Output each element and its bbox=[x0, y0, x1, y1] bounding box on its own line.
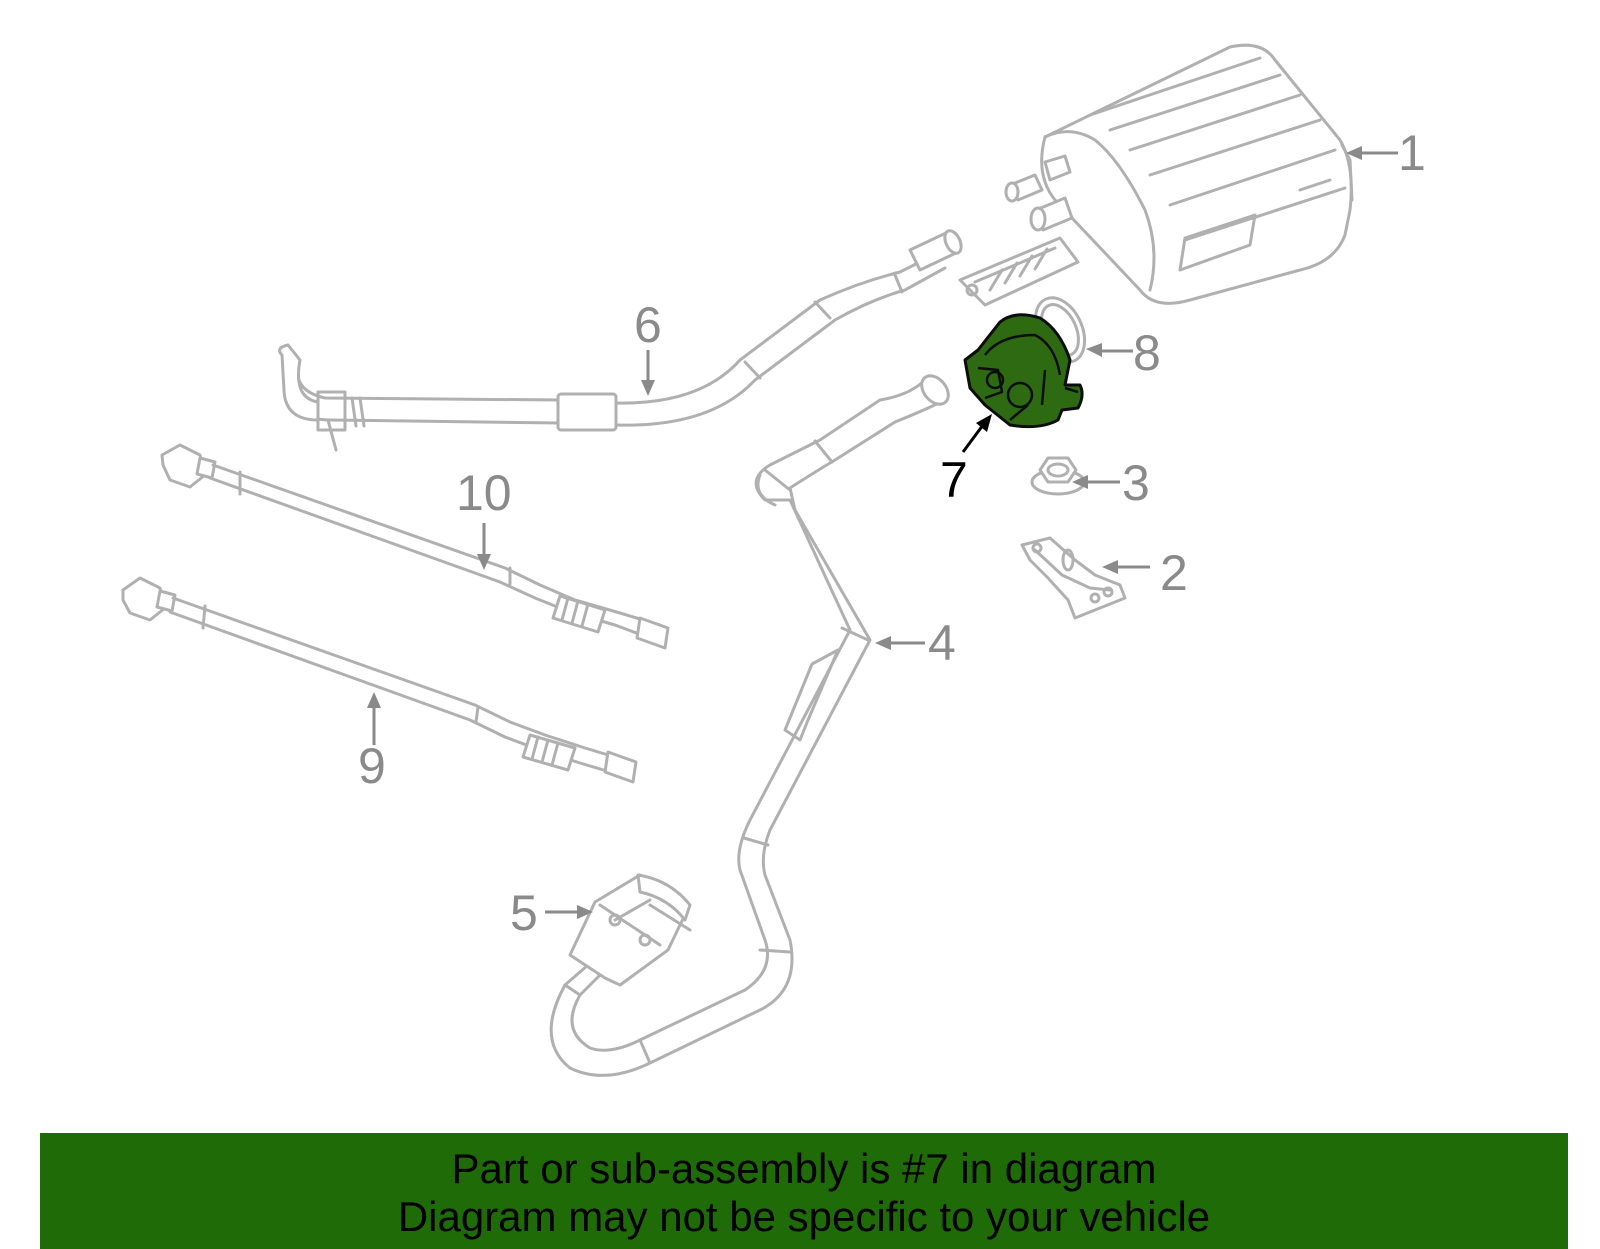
callout-6: 6 bbox=[634, 297, 662, 353]
callout-8: 8 bbox=[1133, 325, 1161, 381]
callout-10: 10 bbox=[456, 465, 512, 521]
info-banner: Part or sub-assembly is #7 in diagram Di… bbox=[40, 1133, 1568, 1249]
callout-arrow-3 bbox=[1072, 475, 1120, 489]
part-10-sensor bbox=[160, 443, 670, 650]
callout-arrow-5 bbox=[545, 905, 593, 919]
callout-1: 1 bbox=[1398, 125, 1426, 181]
part-2-bracket bbox=[1020, 536, 1127, 620]
callout-arrow-2 bbox=[1102, 560, 1150, 574]
banner-line-1: Part or sub-assembly is #7 in diagram bbox=[451, 1145, 1157, 1192]
callout-arrow-9 bbox=[367, 692, 381, 745]
part-3-nut bbox=[1030, 456, 1086, 496]
callout-7: 7 bbox=[940, 452, 968, 508]
part-1-canister bbox=[958, 43, 1354, 307]
part-4-hose bbox=[549, 374, 950, 1077]
part-5-bracket bbox=[568, 873, 692, 987]
callout-9: 9 bbox=[358, 738, 386, 794]
part-9-sensor bbox=[121, 576, 638, 784]
part-7-valve[interactable] bbox=[963, 313, 1084, 429]
callout-3: 3 bbox=[1122, 455, 1150, 511]
callout-5: 5 bbox=[510, 885, 538, 941]
callout-arrow-4 bbox=[875, 636, 925, 650]
callout-2: 2 bbox=[1160, 545, 1188, 601]
callout-arrow-10 bbox=[477, 523, 491, 570]
banner-line-2: Diagram may not be specific to your vehi… bbox=[397, 1193, 1211, 1240]
callout-arrow-7 bbox=[961, 414, 992, 453]
callout-arrow-8 bbox=[1086, 343, 1133, 357]
callout-arrow-1 bbox=[1346, 146, 1398, 160]
part-6-hose bbox=[278, 229, 963, 452]
callout-4: 4 bbox=[928, 615, 956, 671]
callout-arrow-6 bbox=[641, 350, 655, 396]
